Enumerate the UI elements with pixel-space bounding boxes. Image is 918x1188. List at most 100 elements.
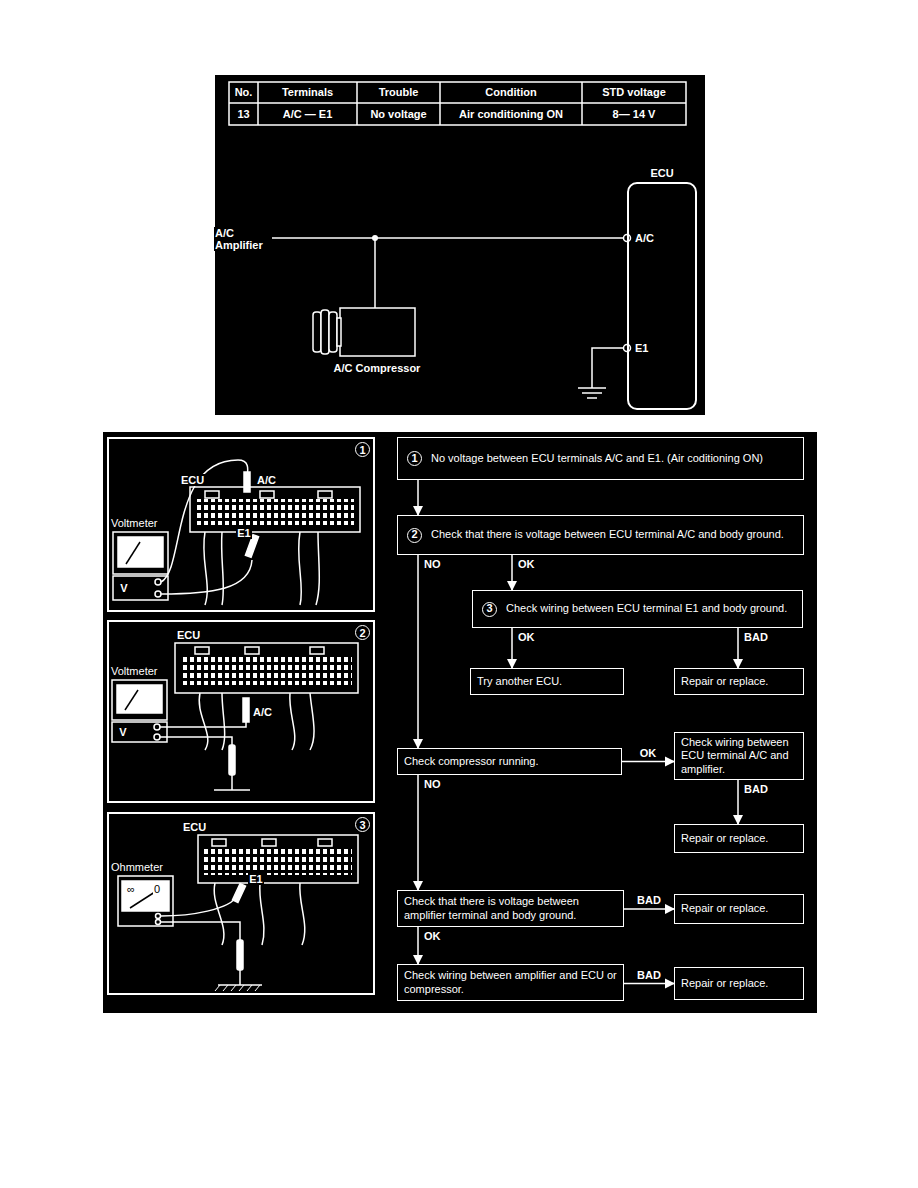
voltmeter xyxy=(112,680,250,790)
compressor-symbol xyxy=(313,308,415,356)
box-text: Repair or replace. xyxy=(681,832,768,845)
box-heading: ECU xyxy=(629,167,695,179)
box-text: Try another ECU. xyxy=(477,675,562,688)
label-box: E1 xyxy=(245,872,267,886)
label-text: E1 xyxy=(634,342,649,354)
box-text: Check compressor running. xyxy=(404,755,539,768)
ecu-connector xyxy=(190,487,360,605)
edge-label: BAD xyxy=(636,894,662,906)
label-box: Terminals xyxy=(258,82,357,103)
label-text: A/C xyxy=(634,232,655,244)
label-box: V xyxy=(116,580,132,596)
ohmmeter xyxy=(118,876,262,985)
junction-dot xyxy=(372,235,378,241)
label-text: V xyxy=(119,582,128,594)
label-text: A/C Compressor xyxy=(333,362,422,374)
process-box: Repair or replace. xyxy=(674,668,804,695)
label-box: 0 xyxy=(150,883,164,895)
panel-ground xyxy=(215,75,705,415)
step-number: 2 xyxy=(355,625,370,640)
flow-arrow xyxy=(737,628,739,668)
box-text: Check wiring between amplifier and ECU o… xyxy=(404,969,617,995)
box-text: Repair or replace. xyxy=(681,977,768,990)
label-box: Voltmeter xyxy=(110,664,172,678)
ecu-connector xyxy=(198,835,358,945)
edge-label: BAD xyxy=(636,969,662,981)
label-box: ECU xyxy=(176,629,208,642)
flow-arrow xyxy=(417,775,419,890)
flow-arrow xyxy=(624,908,674,910)
label-text: A/C xyxy=(256,474,277,486)
label-box: No. xyxy=(229,82,258,103)
label-text: Voltmeter xyxy=(110,665,158,677)
label-text: 13 xyxy=(236,108,250,120)
edge-label: OK xyxy=(517,558,536,570)
test-panel: 1 xyxy=(107,437,375,612)
label-box: Voltmeter xyxy=(110,516,172,530)
step-number: 3 xyxy=(355,817,370,832)
flow-arrow xyxy=(511,555,513,590)
edge-label: NO xyxy=(423,778,442,790)
label-text: 8— 14 V xyxy=(612,108,657,120)
terminal xyxy=(624,235,631,242)
edge-label: OK xyxy=(517,631,536,643)
panel-ground xyxy=(103,432,817,1013)
label-text: E1 xyxy=(248,873,263,885)
box-text: Repair or replace. xyxy=(681,675,768,688)
process-box: 1No voltage between ECU terminals A/C an… xyxy=(397,437,804,480)
label-text: ∞ xyxy=(126,883,136,895)
label-text: Voltmeter xyxy=(110,517,158,529)
label-box: 8— 14 V xyxy=(582,103,686,125)
label-box: ∞ xyxy=(124,883,138,895)
process-box: 2Check that there is voltage between ECU… xyxy=(397,515,804,555)
label-text: V xyxy=(118,726,127,738)
box-text: Check that there is voltage between ECU … xyxy=(431,528,784,541)
label-box: E1 xyxy=(634,340,660,356)
edge-label: NO xyxy=(423,558,442,570)
box-text: Repair or replace. xyxy=(681,902,768,915)
label-text: A/C Amplifier xyxy=(214,227,268,251)
process-box: 3Check wiring between ECU terminal E1 an… xyxy=(472,590,803,628)
label-text: No. xyxy=(234,86,254,98)
label-text: A/C — E1 xyxy=(282,108,334,120)
label-box: STD voltage xyxy=(582,82,686,103)
box-text: Check wiring between ECU terminal A/C an… xyxy=(681,736,797,776)
terminal xyxy=(624,345,631,352)
label-text: Condition xyxy=(484,86,537,98)
label-text: Ohmmeter xyxy=(110,861,164,873)
circuit-wires xyxy=(272,238,624,398)
label-box: A/C — E1 xyxy=(258,103,357,125)
test-panel: 3 xyxy=(107,812,375,995)
label-text: ECU xyxy=(180,474,205,486)
flow-arrow xyxy=(417,927,419,964)
step-number: 1 xyxy=(355,442,370,457)
step-number: 3 xyxy=(482,602,497,617)
label-box: Ohmmeter xyxy=(110,860,174,874)
label-box: A/C xyxy=(252,705,282,719)
ecu-connector xyxy=(175,643,358,750)
label-box: No voltage xyxy=(357,103,440,125)
ecu-box: ECU xyxy=(627,182,697,410)
edge-label: OK xyxy=(423,930,442,942)
label-text: Air conditioning ON xyxy=(458,108,564,120)
label-box: V xyxy=(116,724,130,740)
process-box: Check that there is voltage between ampl… xyxy=(397,890,624,927)
label-text: 0 xyxy=(153,883,161,895)
label-box: ECU xyxy=(182,820,214,834)
test-panel: 2 xyxy=(107,620,375,803)
process-box: Repair or replace. xyxy=(674,824,804,853)
label-text: STD voltage xyxy=(601,86,667,98)
flow-arrow xyxy=(417,480,419,515)
process-box: Repair or replace. xyxy=(674,894,804,924)
label-box: A/C xyxy=(634,230,666,246)
table-grid xyxy=(229,82,686,125)
label-box: Condition xyxy=(440,82,582,103)
label-box: Air conditioning ON xyxy=(440,103,582,125)
label-box: A/C Amplifier xyxy=(214,224,268,254)
box-text: No voltage between ECU terminals A/C and… xyxy=(431,452,763,465)
edge-label: OK xyxy=(639,747,658,759)
process-box: Check wiring between amplifier and ECU o… xyxy=(397,964,624,1001)
label-text: ECU xyxy=(176,629,201,641)
